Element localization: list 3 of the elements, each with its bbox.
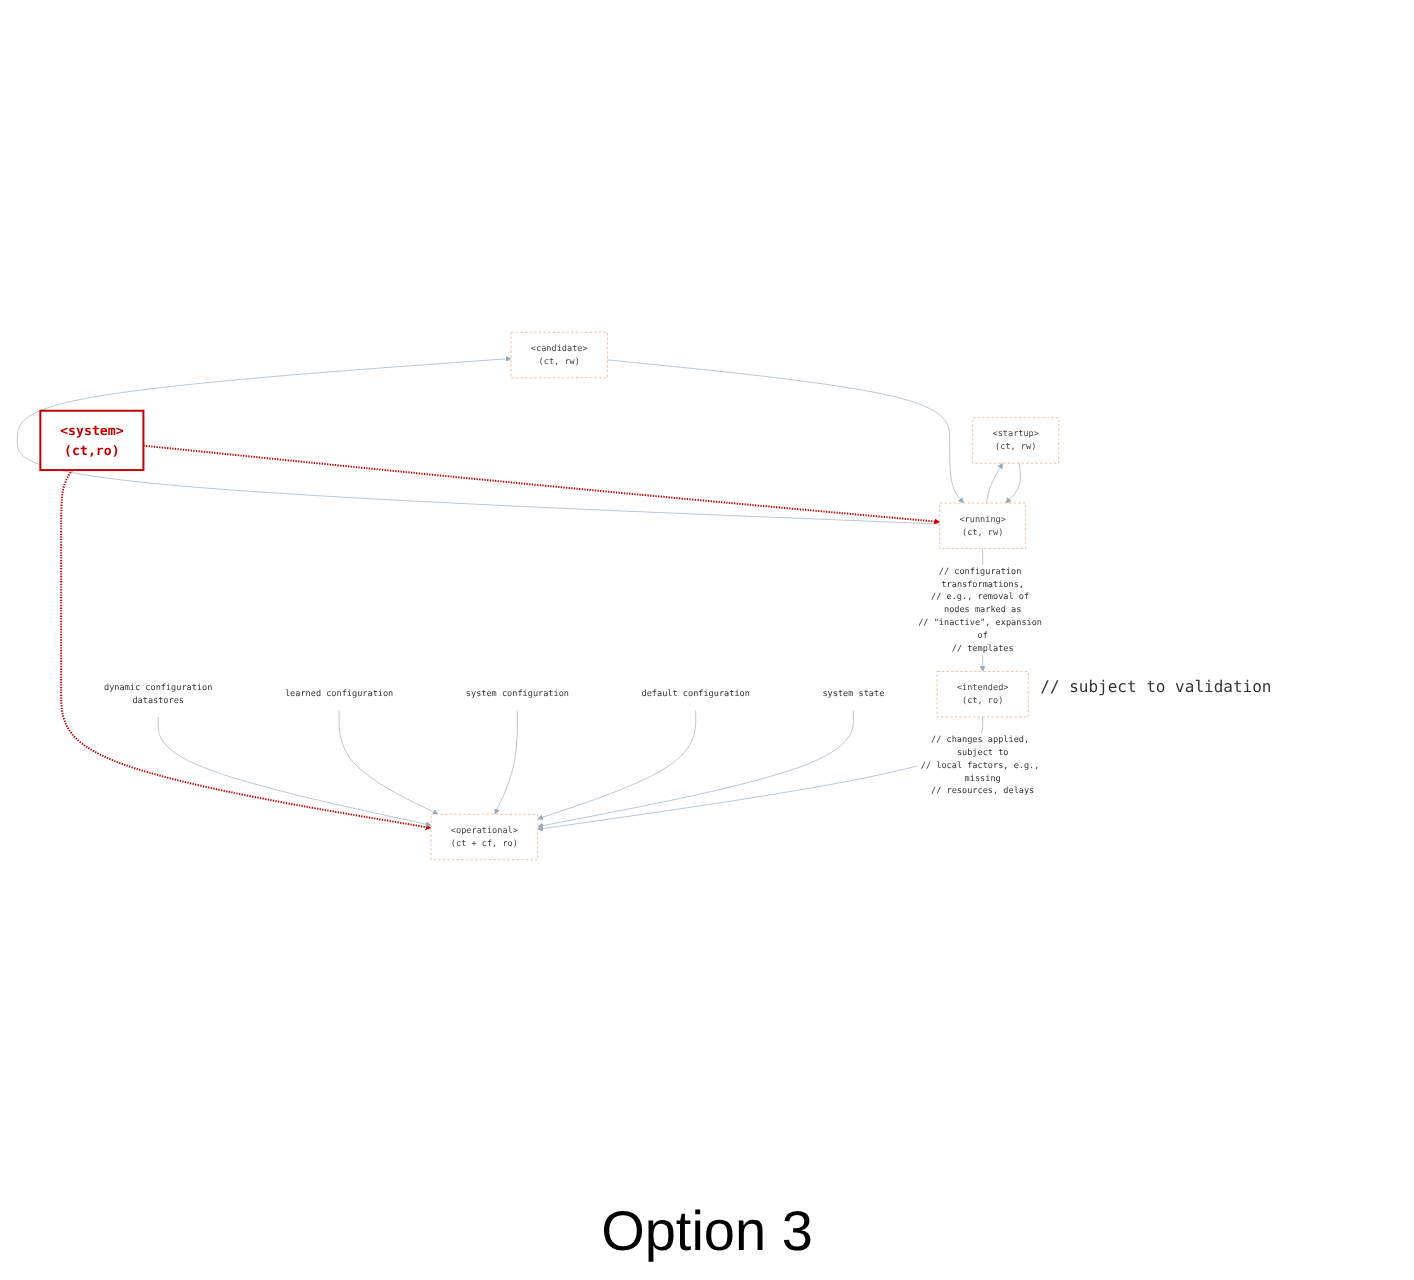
arrow xyxy=(142,444,940,525)
caption: Option 3 xyxy=(601,1198,813,1266)
comment-text: // subject to validation xyxy=(1040,678,1272,697)
